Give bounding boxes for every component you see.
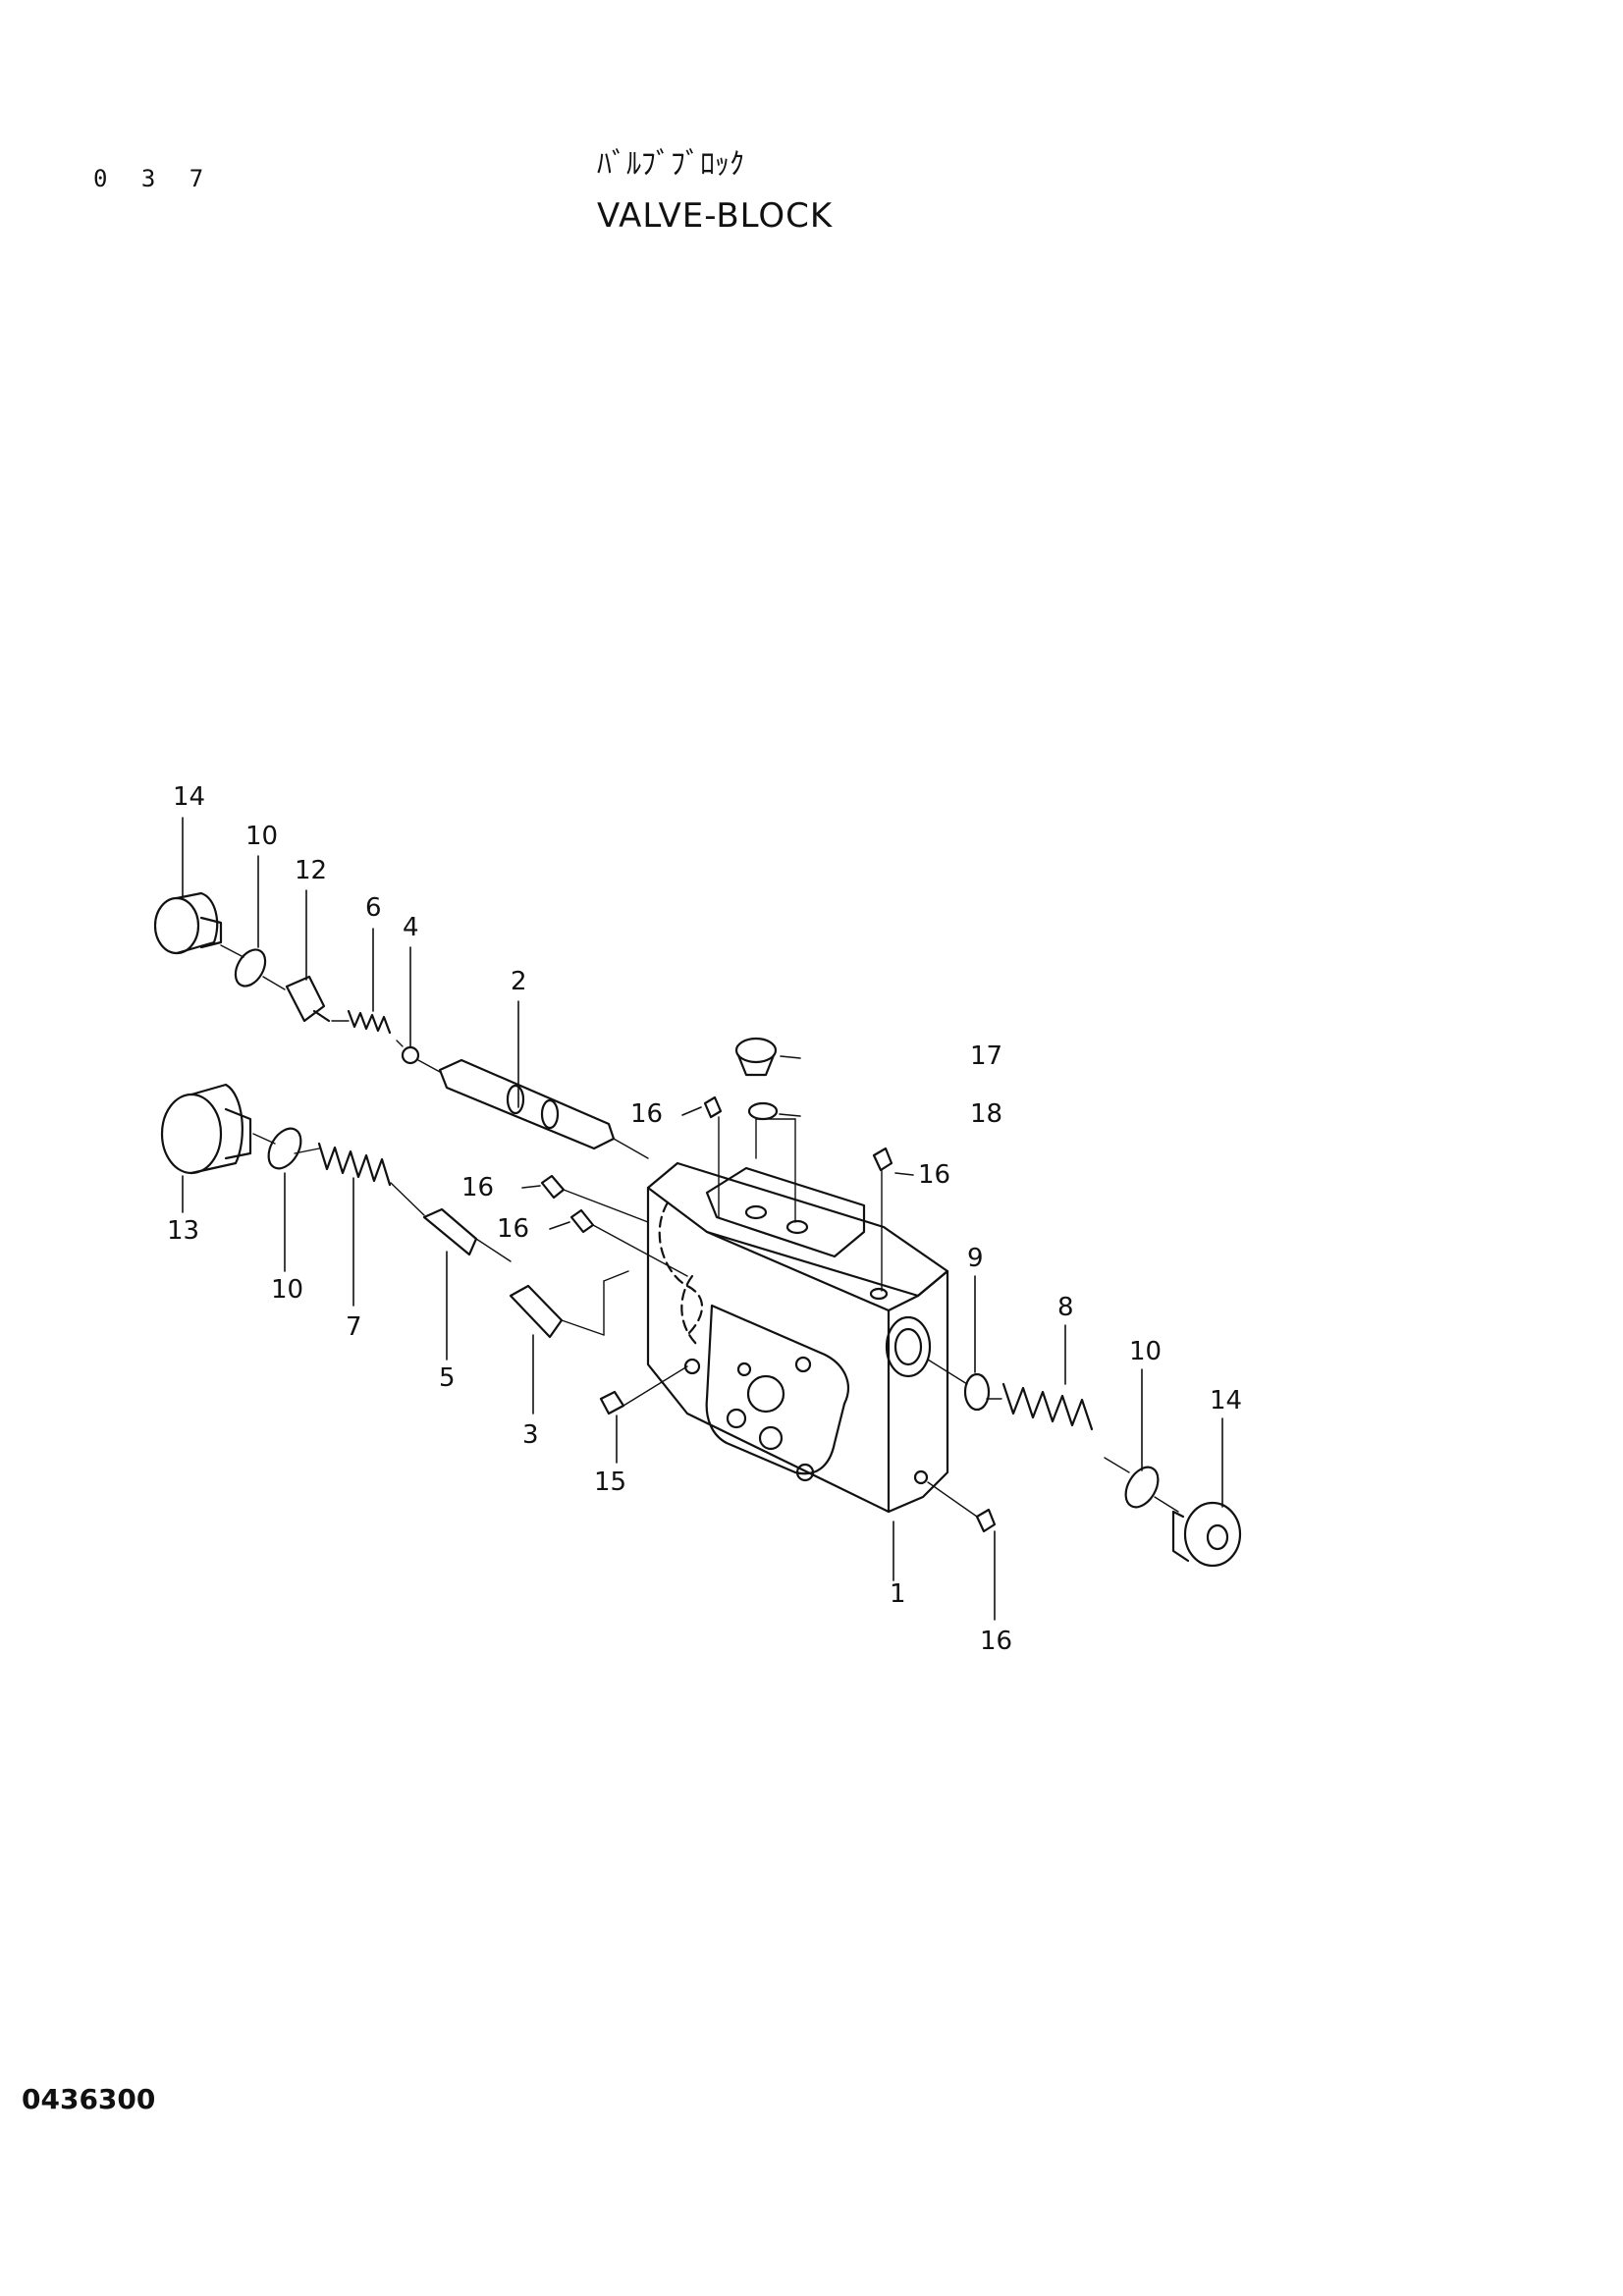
callout-5: 5 bbox=[439, 1363, 456, 1393]
seal-18 bbox=[747, 1101, 779, 1121]
part-3 bbox=[509, 1284, 564, 1339]
spring-7 bbox=[317, 1142, 392, 1187]
plug-13 bbox=[160, 1083, 252, 1175]
upper-spool-assembly bbox=[153, 891, 616, 1150]
drawing-code: 0436300 bbox=[22, 2083, 156, 2115]
callout-1: 1 bbox=[890, 1579, 906, 1609]
callout-16-b: 16 bbox=[461, 1173, 494, 1202]
screw-16-c bbox=[569, 1208, 595, 1234]
callout-17: 17 bbox=[970, 1041, 1002, 1071]
callout-16-e: 16 bbox=[980, 1627, 1012, 1656]
callout-6: 6 bbox=[365, 893, 382, 923]
spring-6 bbox=[347, 1009, 392, 1035]
callout-10-right: 10 bbox=[1129, 1337, 1162, 1366]
spring-8 bbox=[1001, 1382, 1094, 1431]
leader-lines bbox=[182, 817, 1223, 1621]
right-side-assembly bbox=[963, 1372, 1242, 1568]
screw-15 bbox=[599, 1390, 625, 1415]
callout-4: 4 bbox=[403, 913, 419, 942]
callout-10-upper: 10 bbox=[245, 822, 278, 851]
callout-8: 8 bbox=[1057, 1293, 1074, 1322]
callout-10-lower: 10 bbox=[271, 1275, 303, 1305]
callout-16-a: 16 bbox=[630, 1099, 663, 1129]
screw-16-d bbox=[872, 1147, 893, 1172]
callout-14-upper: 14 bbox=[173, 782, 205, 812]
callout-12: 12 bbox=[295, 856, 327, 885]
callout-7: 7 bbox=[346, 1312, 362, 1342]
assembly-axes bbox=[220, 944, 1179, 1518]
callout-2: 2 bbox=[511, 967, 527, 996]
valve-body bbox=[646, 1161, 949, 1514]
callout-9: 9 bbox=[967, 1244, 984, 1273]
callout-3: 3 bbox=[522, 1420, 539, 1450]
callout-14-right: 14 bbox=[1210, 1386, 1242, 1415]
callout-labels: 14 10 12 6 4 2 17 16 18 16 16 16 13 10 7… bbox=[167, 782, 1242, 1656]
o-ring-10-right bbox=[1124, 1466, 1160, 1509]
o-ring-10-lower bbox=[267, 1127, 302, 1170]
ball-4 bbox=[401, 1045, 420, 1065]
plugs-and-screws bbox=[540, 1037, 997, 1533]
callout-13: 13 bbox=[167, 1216, 199, 1246]
screw-16-a bbox=[703, 1095, 723, 1119]
screw-16-e bbox=[975, 1508, 997, 1533]
callout-16-c: 16 bbox=[497, 1214, 529, 1244]
lower-spool-assembly bbox=[160, 1083, 564, 1339]
screw-16-b bbox=[540, 1174, 566, 1200]
callout-18: 18 bbox=[970, 1099, 1002, 1129]
plug-14-upper bbox=[153, 891, 223, 955]
spool-2 bbox=[438, 1058, 616, 1150]
callout-15: 15 bbox=[594, 1468, 626, 1497]
title-japanese: ﾊﾞﾙﾌﾞﾌﾞﾛｯｸ bbox=[597, 147, 744, 182]
callout-16-d: 16 bbox=[918, 1160, 950, 1190]
page-number: 0 3 7 bbox=[93, 165, 214, 192]
pin-5 bbox=[422, 1207, 478, 1256]
part-12 bbox=[285, 975, 331, 1023]
title-english: VALVE-BLOCK bbox=[597, 196, 834, 236]
washer-9 bbox=[963, 1372, 991, 1412]
plug-17 bbox=[734, 1037, 778, 1077]
o-ring-10-upper bbox=[234, 948, 267, 988]
plug-14-right bbox=[1171, 1501, 1242, 1568]
